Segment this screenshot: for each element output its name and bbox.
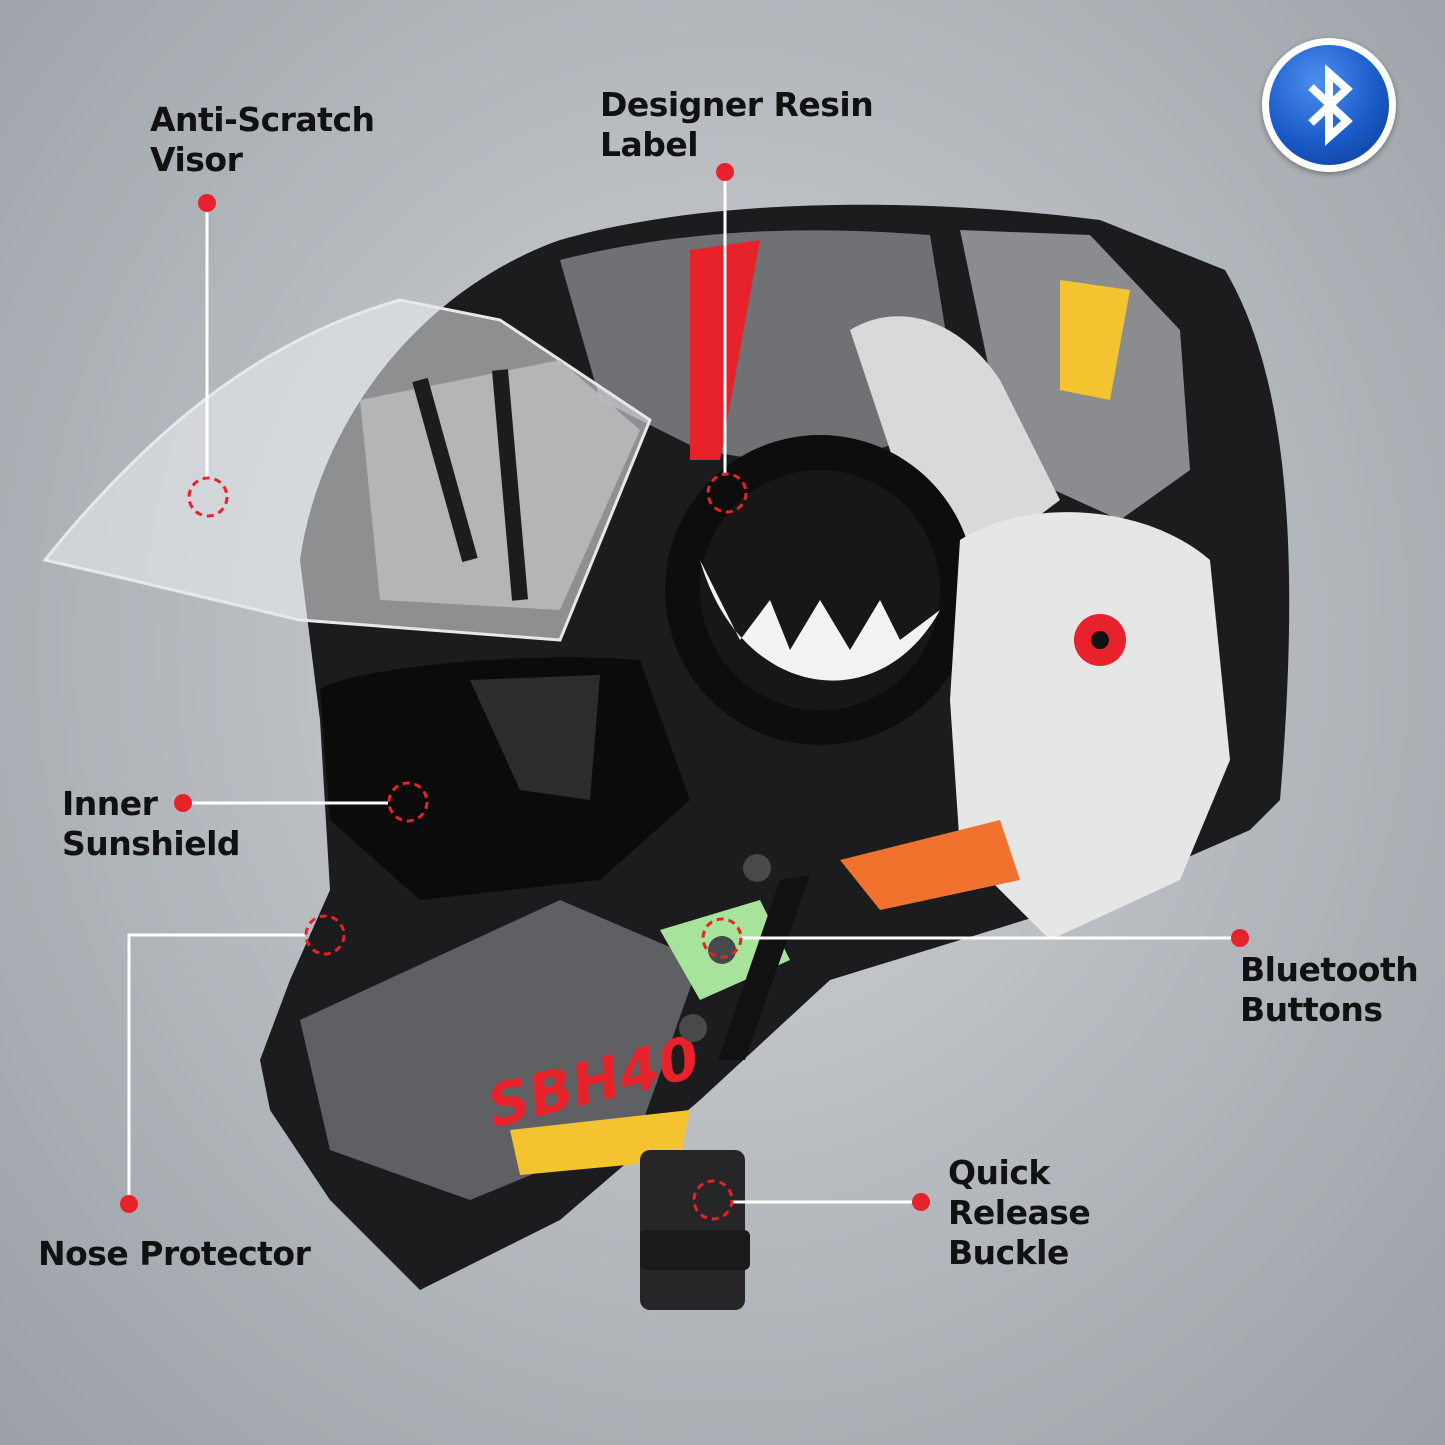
callout-dot bbox=[1231, 929, 1249, 947]
target-ring bbox=[304, 914, 346, 956]
callout-dot bbox=[174, 794, 192, 812]
target-ring bbox=[387, 781, 429, 823]
callout-quick-release-buckle: Quick Release Buckle bbox=[948, 1153, 1091, 1272]
target-ring bbox=[187, 476, 229, 518]
callout-bluetooth-buttons: Bluetooth Buttons bbox=[1240, 950, 1419, 1029]
callout-nose-protector: Nose Protector bbox=[38, 1234, 311, 1273]
callout-dot bbox=[120, 1195, 138, 1213]
callout-inner-sunshield: Inner Sunshield bbox=[62, 784, 241, 863]
bluetooth-icon bbox=[1308, 64, 1353, 146]
target-ring bbox=[701, 917, 743, 959]
callout-anti-scratch-visor: Anti-Scratch Visor bbox=[150, 100, 375, 179]
sunshield bbox=[320, 657, 690, 900]
bluetooth-badge bbox=[1262, 38, 1396, 172]
bluetooth-button bbox=[679, 1014, 707, 1042]
callout-dot bbox=[198, 194, 216, 212]
callout-designer-resin-label: Designer Resin Label bbox=[600, 85, 874, 164]
target-ring bbox=[706, 472, 748, 514]
callout-dot bbox=[716, 163, 734, 181]
bluetooth-button bbox=[743, 854, 771, 882]
callout-dot bbox=[912, 1193, 930, 1211]
target-ring bbox=[692, 1179, 734, 1221]
bluetooth-button-panel bbox=[718, 875, 810, 1060]
